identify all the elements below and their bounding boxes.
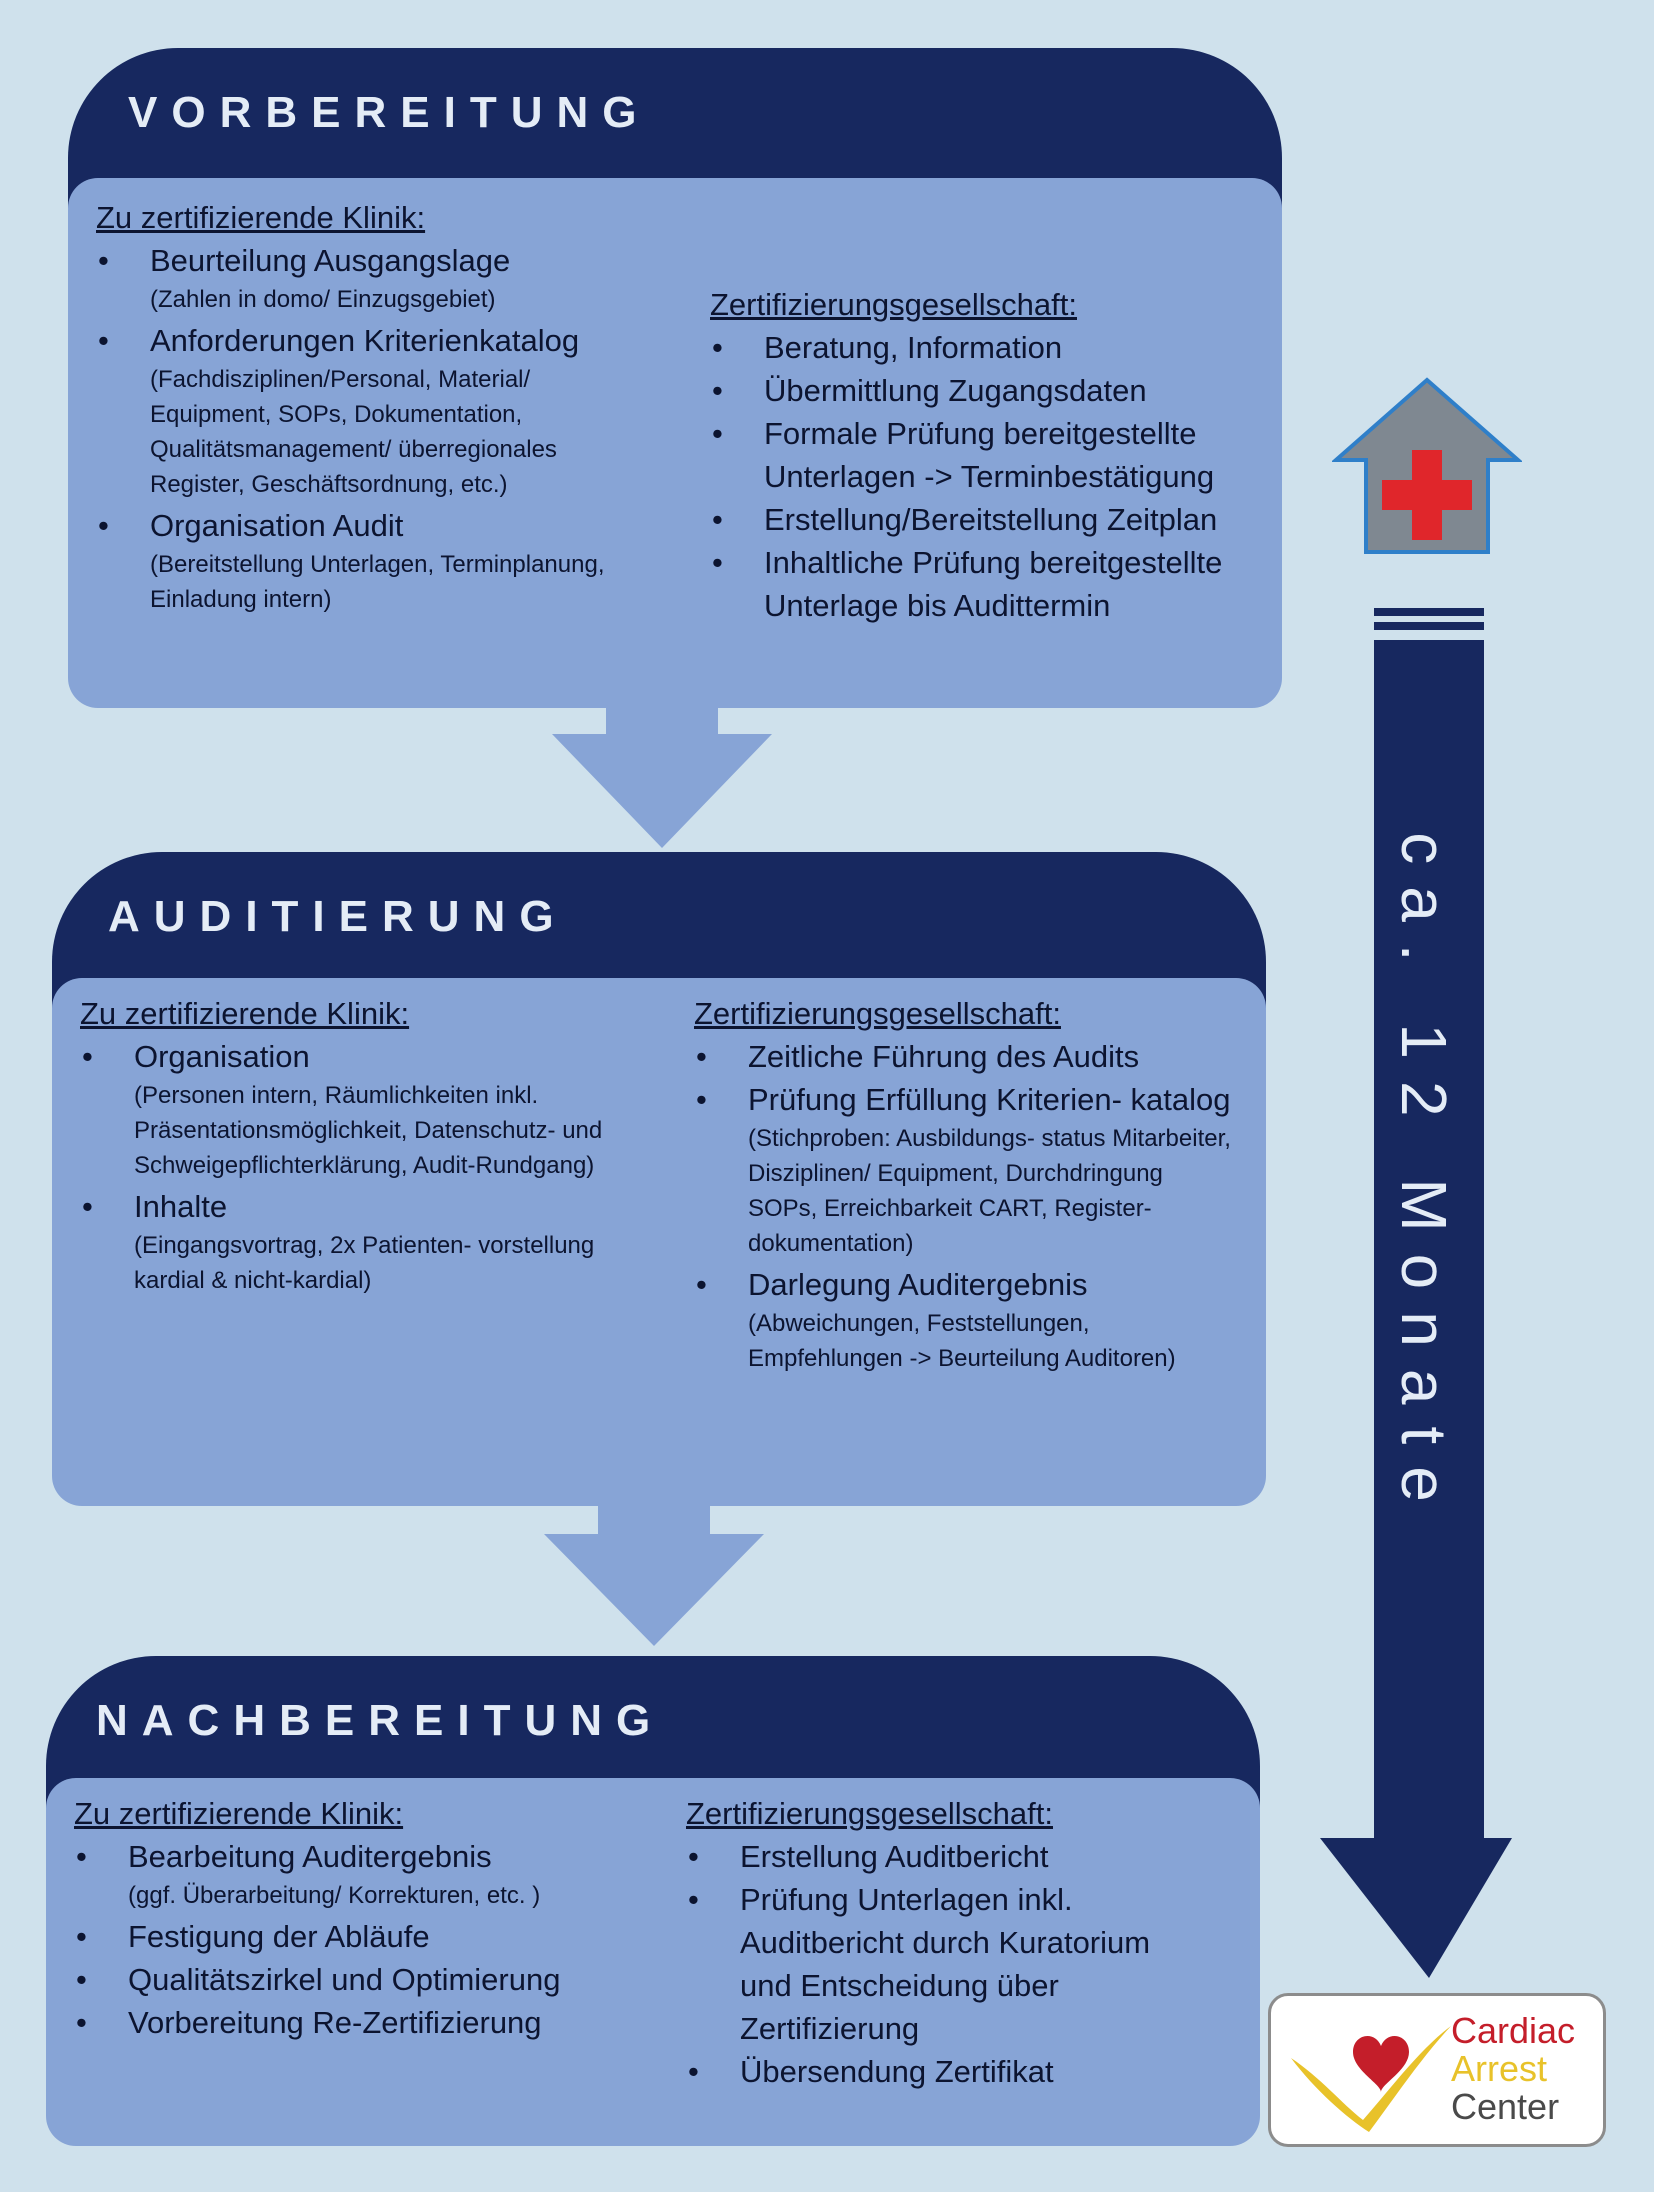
society-column: Zertifizierungsgesellschaft: Zeitliche F… [694, 992, 1234, 1378]
item-text: Vorbereitung Re-Zertifizierung [128, 2005, 542, 2040]
heart-check-icon [1291, 2026, 1451, 2132]
hospital-house-icon [1332, 377, 1522, 554]
flow-arrow-down [552, 706, 772, 848]
item-text: Übermittlung Zugangsdaten [764, 373, 1147, 408]
item-text: Erstellung Auditbericht [740, 1839, 1049, 1874]
timeline-arrow [1320, 608, 1512, 1978]
list-item: Beurteilung Ausgangslage (Zahlen in domo… [96, 239, 656, 317]
list-item: Erstellung Auditbericht [686, 1835, 1206, 1878]
item-text: Formale Prüfung bereitgestellte Unterlag… [764, 416, 1215, 494]
item-detail: (Fachdisziplinen/Personal, Material/ Equ… [150, 366, 557, 498]
logo-line-arrest: Arrest [1451, 2048, 1548, 2089]
item-detail: (Eingangsvortrag, 2x Patienten- vorstell… [134, 1232, 595, 1294]
society-column: Zertifizierungsgesellschaft: Beratung, I… [710, 283, 1270, 627]
item-detail: (Personen intern, Räumlichkeiten inkl. P… [134, 1082, 603, 1179]
item-text: Prüfung Erfüllung Kriterien- katalog [748, 1082, 1231, 1117]
item-text: Darlegung Auditergebnis [748, 1267, 1088, 1302]
item-text: Festigung der Abläufe [128, 1919, 430, 1954]
clinic-list: Organisation (Personen intern, Räumlichk… [80, 1035, 640, 1298]
logo-line-center: Center [1451, 2086, 1560, 2127]
item-text: Inhalte [134, 1189, 228, 1224]
list-item: Qualitätszirkel und Optimierung [74, 1958, 634, 2001]
society-list: Zeitliche Führung des Audits Prüfung Erf… [694, 1035, 1234, 1376]
society-heading: Zertifizierungsgesellschaft: [694, 996, 1061, 1031]
phase-nachbereitung: NACHBEREITUNG Zu zertifizierende Klinik:… [46, 1656, 1260, 2146]
list-item: Beratung, Information [710, 326, 1270, 369]
cardiac-arrest-center-logo: Cardiac Arrest Center [1268, 1993, 1606, 2147]
item-text: Organisation [134, 1039, 310, 1074]
list-item: Inhaltliche Prüfung bereitgestellte Unte… [710, 541, 1270, 627]
list-item: Organisation (Personen intern, Räumlichk… [80, 1035, 640, 1183]
list-item: Formale Prüfung bereitgestellte Unterlag… [710, 412, 1270, 498]
list-item: Erstellung/Bereitstellung Zeitplan [710, 498, 1270, 541]
clinic-column: Zu zertifizierende Klinik: Bearbeitung A… [74, 1792, 634, 2044]
list-item: Bearbeitung Auditergebnis (ggf. Überarbe… [74, 1835, 634, 1913]
item-text: Prüfung Unterlagen inkl. Auditbericht du… [740, 1882, 1151, 2046]
clinic-heading: Zu zertifizierende Klinik: [74, 1796, 404, 1831]
item-detail: (Bereitstellung Unterlagen, Terminplanun… [150, 551, 605, 613]
item-detail: (ggf. Überarbeitung/ Korrekturen, etc. ) [128, 1882, 541, 1909]
item-detail: (Stichproben: Ausbildungs- status Mitarb… [748, 1125, 1231, 1257]
list-item: Prüfung Unterlagen inkl. Auditbericht du… [686, 1878, 1206, 2050]
clinic-column: Zu zertifizierende Klinik: Beurteilung A… [96, 196, 656, 619]
phase-auditierung: AUDITIERUNG Zu zertifizierende Klinik: O… [52, 852, 1266, 1506]
society-list: Erstellung Auditbericht Prüfung Unterlag… [686, 1835, 1206, 2093]
item-text: Erstellung/Bereitstellung Zeitplan [764, 502, 1218, 537]
phase-title: NACHBEREITUNG [96, 1696, 665, 1745]
list-item: Übermittlung Zugangsdaten [710, 369, 1270, 412]
list-item: Prüfung Erfüllung Kriterien- katalog (St… [694, 1078, 1234, 1261]
list-item: Übersendung Zertifikat [686, 2050, 1206, 2093]
clinic-column: Zu zertifizierende Klinik: Organisation … [80, 992, 640, 1300]
clinic-list: Beurteilung Ausgangslage (Zahlen in domo… [96, 239, 656, 617]
clinic-list: Bearbeitung Auditergebnis (ggf. Überarbe… [74, 1835, 634, 2044]
list-item: Darlegung Auditergebnis (Abweichungen, F… [694, 1263, 1234, 1376]
phase-title: AUDITIERUNG [108, 892, 568, 941]
item-text: Organisation Audit [150, 508, 404, 543]
flow-arrow-down [544, 1504, 764, 1646]
item-text: Übersendung Zertifikat [740, 2054, 1054, 2089]
phase-title: VORBEREITUNG [128, 88, 651, 137]
list-item: Anforderungen Kriterienkatalog (Fachdisz… [96, 319, 656, 502]
list-item: Zeitliche Führung des Audits [694, 1035, 1234, 1078]
item-text: Zeitliche Führung des Audits [748, 1039, 1140, 1074]
item-text: Qualitätszirkel und Optimierung [128, 1962, 561, 1997]
item-text: Anforderungen Kriterienkatalog [150, 323, 580, 358]
clinic-heading: Zu zertifizierende Klinik: [80, 996, 410, 1031]
phase-vorbereitung: VORBEREITUNG Zu zertifizierende Klinik: … [68, 48, 1282, 708]
list-item: Organisation Audit (Bereitstellung Unter… [96, 504, 656, 617]
society-list: Beratung, Information Übermittlung Zugan… [710, 326, 1270, 627]
item-text: Bearbeitung Auditergebnis [128, 1839, 492, 1874]
item-detail: (Abweichungen, Feststellungen, Empfehlun… [748, 1310, 1176, 1372]
item-text: Beurteilung Ausgangslage [150, 243, 511, 278]
logo-line-cardiac: Cardiac [1451, 2010, 1576, 2051]
list-item: Inhalte (Eingangsvortrag, 2x Patienten- … [80, 1185, 640, 1298]
list-item: Festigung der Abläufe [74, 1915, 634, 1958]
item-text: Beratung, Information [764, 330, 1063, 365]
timeline-label: ca. 12 Monate [1388, 832, 1460, 1524]
society-column: Zertifizierungsgesellschaft: Erstellung … [686, 1792, 1206, 2093]
society-heading: Zertifizierungsgesellschaft: [710, 287, 1077, 322]
society-heading: Zertifizierungsgesellschaft: [686, 1796, 1053, 1831]
item-detail: (Zahlen in domo/ Einzugsgebiet) [150, 286, 496, 313]
item-text: Inhaltliche Prüfung bereitgestellte Unte… [764, 545, 1223, 623]
clinic-heading: Zu zertifizierende Klinik: [96, 200, 426, 235]
list-item: Vorbereitung Re-Zertifizierung [74, 2001, 634, 2044]
logo-wordmark: Cardiac Arrest Center [1451, 2012, 1575, 2126]
